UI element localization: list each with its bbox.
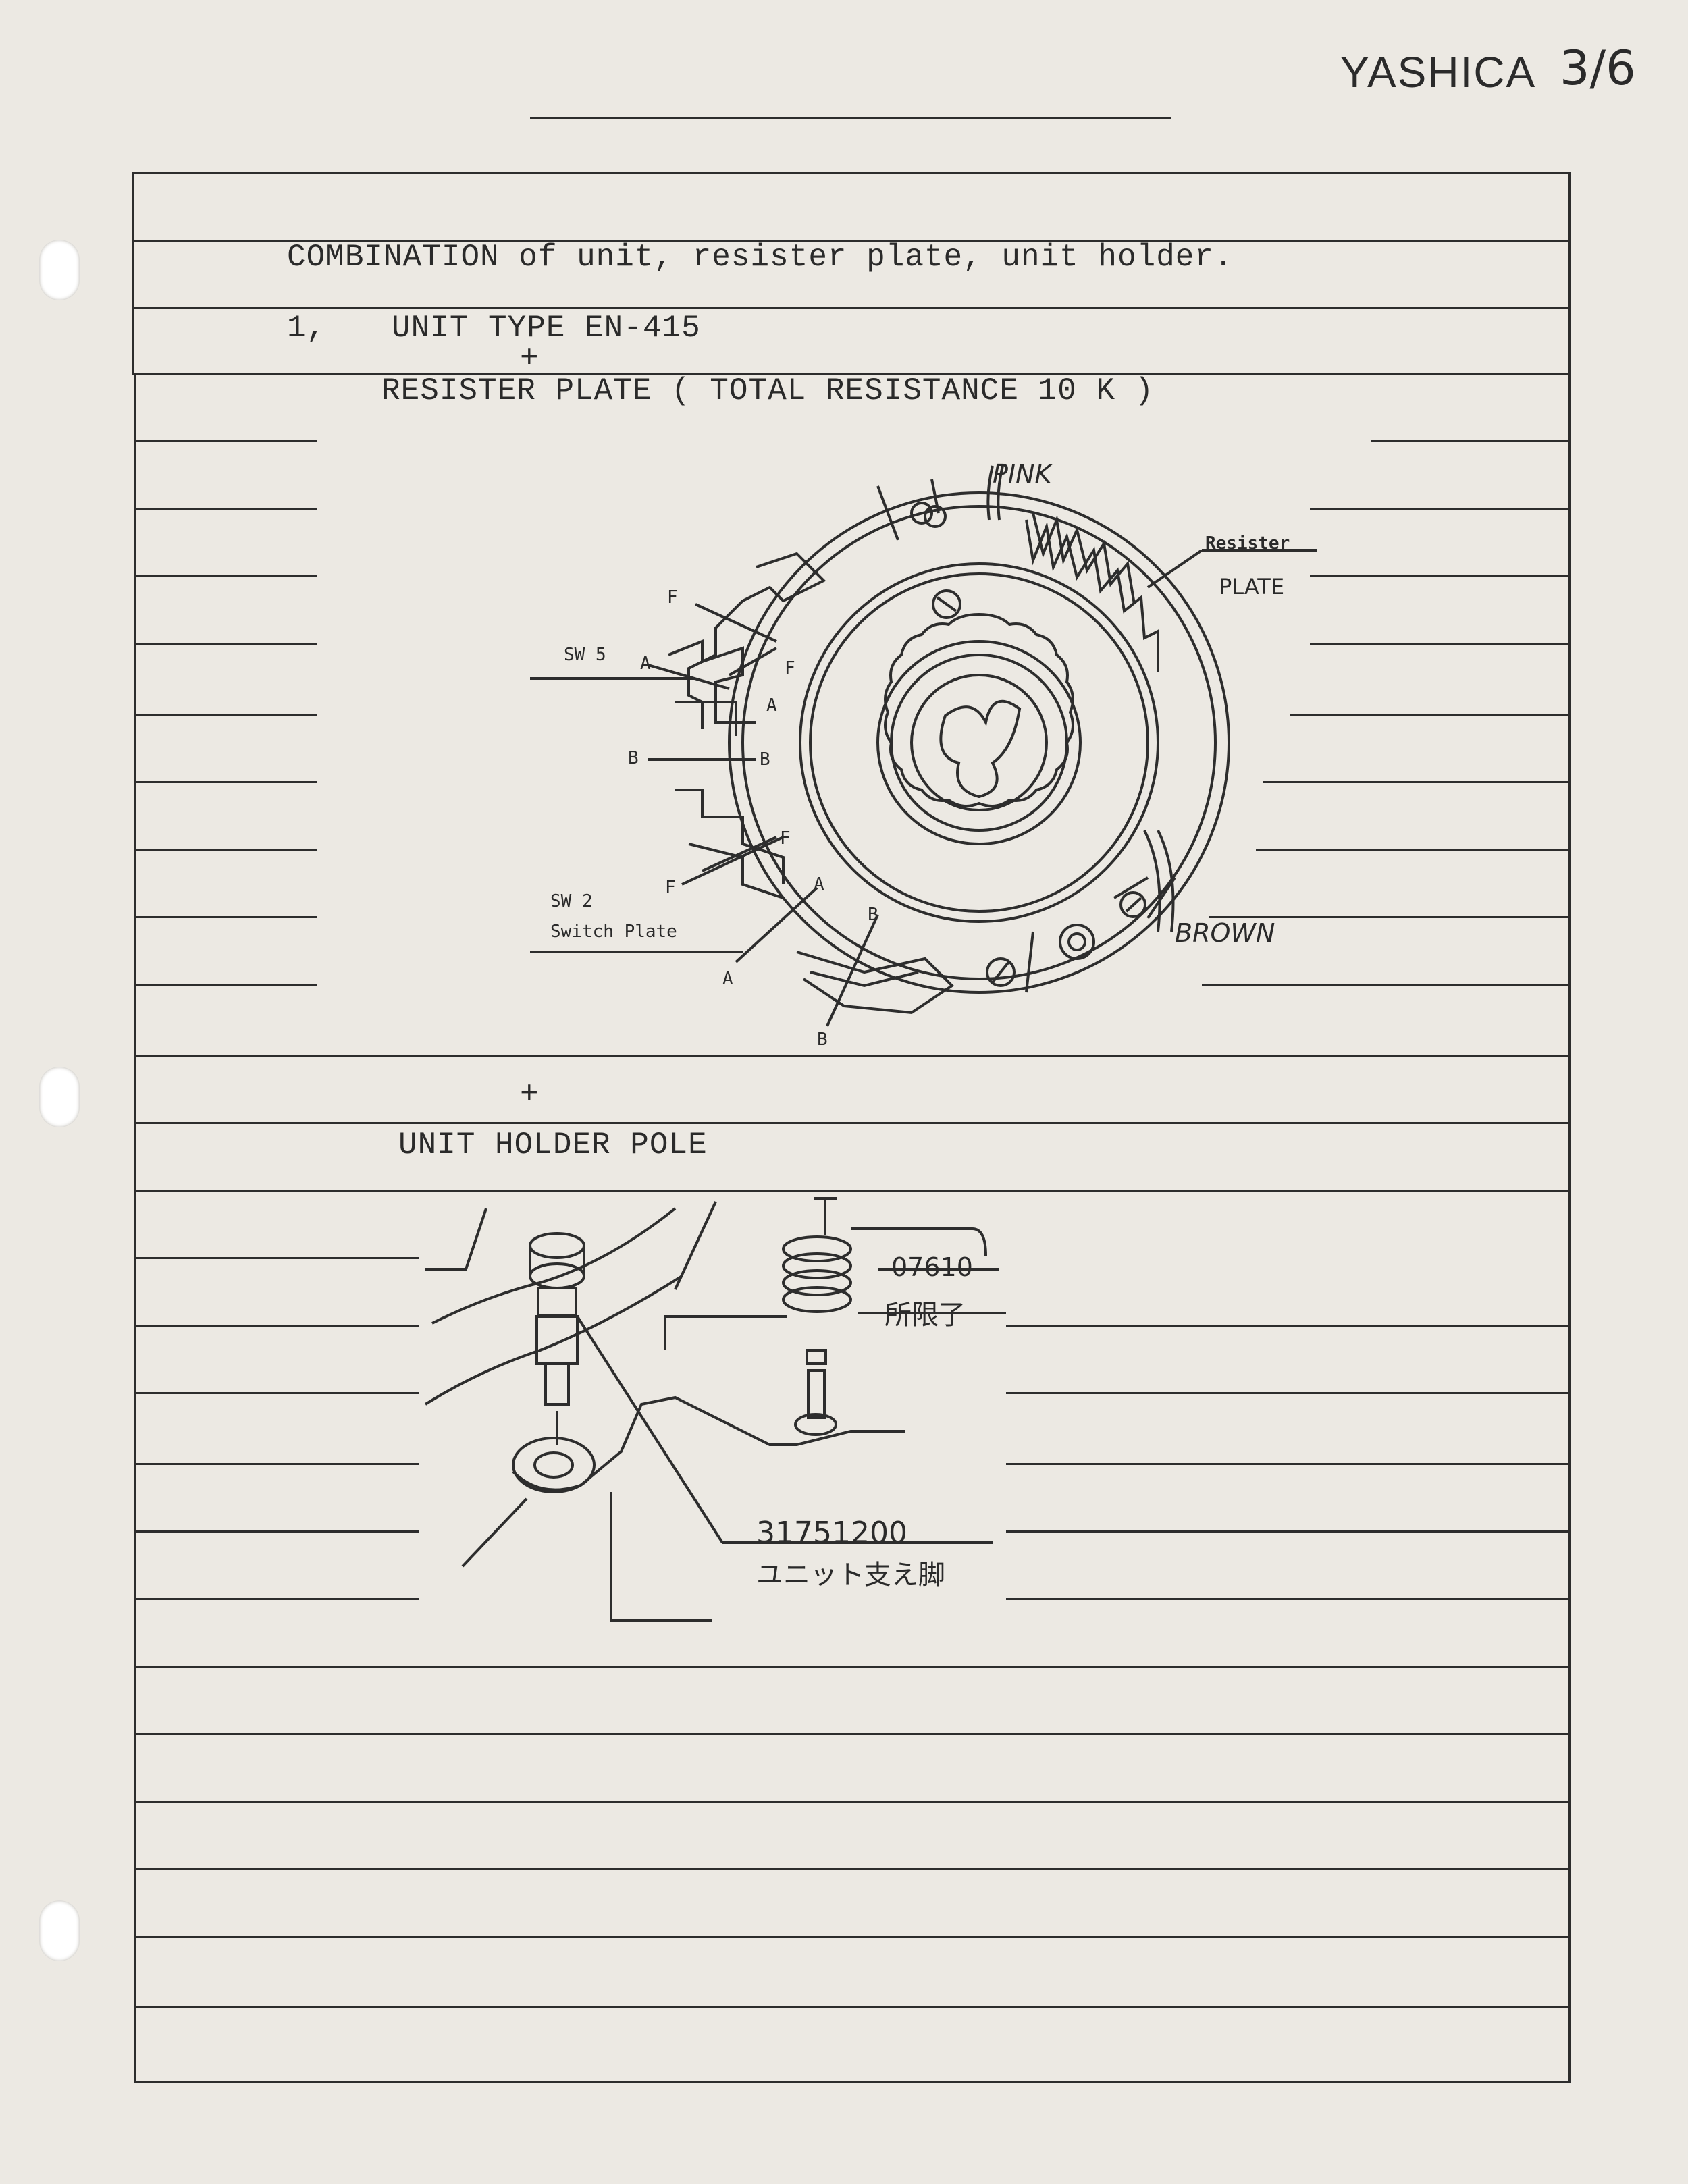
resister-plate-heading: RESISTER PLATE ( TOTAL RESISTANCE 10 K ) <box>381 373 1155 408</box>
form-left-border <box>134 375 136 2083</box>
contact-label-b: B <box>628 748 639 768</box>
sw2-label: SW 2 <box>550 891 593 911</box>
switch-plate-label: Switch Plate <box>550 922 677 942</box>
contact-label-f: F <box>667 587 678 608</box>
contact-label-a: A <box>722 969 733 989</box>
contact-label-f: F <box>780 828 791 849</box>
rule-line-left <box>135 1257 419 1259</box>
rule-line <box>135 1733 1568 1735</box>
brand-logo: YASHICA <box>1340 48 1537 97</box>
rule-line <box>132 373 1568 375</box>
binder-hole-bottom <box>39 1900 80 1961</box>
rule-line-right <box>1290 714 1568 716</box>
rule-line-left <box>135 849 317 851</box>
rule-line-left <box>135 781 317 783</box>
item-number: 1, <box>287 311 326 346</box>
rule-line-right <box>1006 1463 1568 1465</box>
rule-line-right <box>1202 984 1568 986</box>
rule-line-left <box>135 1325 419 1327</box>
form-top-border <box>132 172 1570 174</box>
rule-line-left <box>135 1392 419 1394</box>
rule-line-right <box>1263 781 1568 783</box>
rule-line-right <box>1006 1530 1568 1533</box>
rule-line <box>135 1055 1568 1057</box>
contact-label-b: B <box>760 749 770 770</box>
rule-line <box>135 1801 1568 1803</box>
part-number-31751200: 31751200 <box>756 1516 907 1550</box>
rule-line <box>132 307 1568 309</box>
rule-line-left <box>135 508 317 510</box>
rule-line <box>135 1868 1568 1870</box>
form-right-border <box>1568 172 1571 2083</box>
contact-label-b: B <box>817 1030 828 1050</box>
unit-holder-pole-heading: UNIT HOLDER POLE <box>398 1127 708 1163</box>
rule-line-left <box>135 984 317 986</box>
form-bottom-border <box>134 2081 1571 2083</box>
rule-line-right <box>1006 1598 1568 1600</box>
form-left-border-top <box>132 172 134 375</box>
rule-line-right <box>1310 575 1568 577</box>
rule-line <box>135 1190 1568 1192</box>
brown-wire-label: BROWN <box>1175 918 1275 948</box>
binder-hole-top <box>39 240 80 300</box>
plate-label: PLATE <box>1219 574 1285 600</box>
plus-sign: + <box>520 341 539 376</box>
binder-hole-middle <box>39 1067 80 1127</box>
part-name-1: 所限了 <box>885 1300 966 1331</box>
rule-line-left <box>135 643 317 645</box>
contact-label-f: F <box>665 878 676 898</box>
rule-line <box>135 2006 1568 2008</box>
header-rule <box>530 117 1171 119</box>
contact-label-f: F <box>785 658 795 678</box>
unit-type: UNIT TYPE EN-415 <box>392 311 701 346</box>
resister-plate-drawing <box>530 465 1317 1027</box>
section-title: COMBINATION of unit, resister plate, uni… <box>287 240 1234 275</box>
pink-wire-label: PINK <box>993 459 1052 489</box>
rule-line-left <box>135 1530 419 1533</box>
rule-line-right <box>1371 440 1568 442</box>
rule-line <box>135 1666 1568 1668</box>
rule-line-right <box>1310 508 1568 510</box>
rule-line-right <box>1006 1392 1568 1394</box>
contact-label-a: A <box>766 695 777 716</box>
rule-line-right <box>1209 916 1568 918</box>
rule-line <box>135 1936 1568 1938</box>
rule-line-left <box>135 1598 419 1600</box>
rule-line-right <box>1006 1325 1568 1327</box>
rule-line-left <box>135 714 317 716</box>
part-number-07610: 07610 <box>891 1252 973 1282</box>
rule-line-right <box>1310 643 1568 645</box>
rule-line-left <box>135 440 317 442</box>
rule-line <box>135 1122 1568 1124</box>
unit-holder-pole-drawing <box>424 1197 1006 1622</box>
rule-line-left <box>135 916 317 918</box>
rule-line-left <box>135 1463 419 1465</box>
contact-label-a: A <box>640 654 651 674</box>
rule-line-left <box>135 575 317 577</box>
page-number: 3/6 <box>1560 41 1636 96</box>
part-name-2: ユニット支え脚 <box>756 1560 945 1591</box>
sw5-label: SW 5 <box>564 645 606 665</box>
rule-line <box>134 240 1568 242</box>
rule-line-right <box>1256 849 1568 851</box>
plus-sign: + <box>520 1077 539 1112</box>
